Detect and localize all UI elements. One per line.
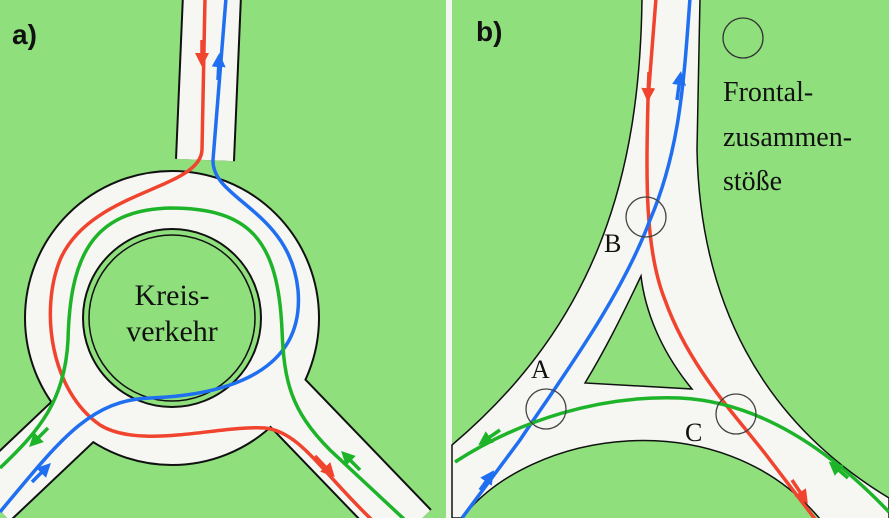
panel-b: A B C Frontal- zusammen- stöße b) [451, 0, 889, 518]
panel-divider [446, 0, 452, 518]
island-label-line1: Kreis- [135, 279, 210, 312]
legend-line-1: Frontal- [723, 77, 813, 108]
blue-route [0, 0, 301, 514]
legend-line-3: stöße [723, 166, 782, 197]
point-label-c: C [685, 418, 702, 447]
blue-arrow-icon [478, 470, 495, 492]
green-route [0, 206, 406, 518]
blue-arrow-icon [672, 71, 686, 101]
traffic-island [583, 273, 694, 390]
panel-a-label: a) [12, 19, 37, 50]
road-surface [451, 0, 889, 518]
panel-a: Kreis- verkehr a) [0, 0, 446, 518]
green-route [454, 396, 889, 514]
red-arrow-icon [313, 454, 335, 478]
island-label-line2: verkehr [126, 315, 218, 348]
green-arrow-icon [828, 461, 850, 480]
point-label-b: B [604, 229, 621, 258]
collision-marker-a [525, 388, 567, 430]
blue-arrow-icon [211, 53, 226, 81]
collision-marker-b [625, 196, 667, 238]
red-arrow-icon [790, 479, 808, 504]
panel-b-label: b) [476, 16, 502, 47]
collision-marker-c [715, 393, 757, 435]
legend-circle-icon [722, 17, 764, 59]
legend-line-2: zusammen- [723, 122, 852, 153]
roundabout-island [88, 234, 256, 402]
red-route [645, 0, 817, 518]
green-arrow-icon [29, 426, 50, 447]
point-label-a: A [531, 355, 550, 384]
green-arrow-icon [341, 451, 362, 472]
red-arrow-icon [641, 71, 656, 102]
blue-arrow-icon [30, 463, 51, 484]
green-arrow-icon [478, 428, 501, 445]
